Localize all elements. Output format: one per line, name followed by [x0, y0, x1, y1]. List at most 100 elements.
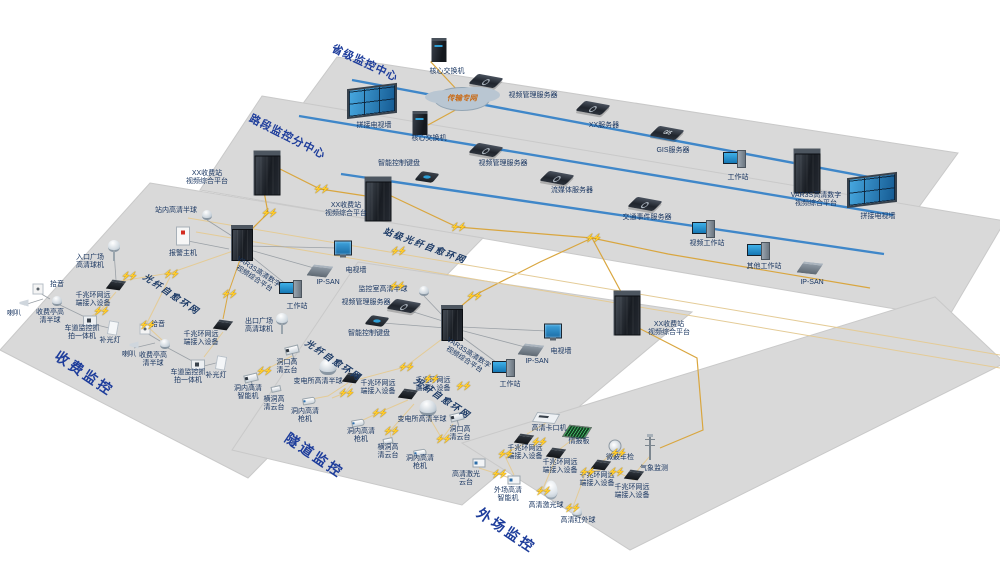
ip-san-tunnel-label: IP-SAN	[525, 357, 549, 365]
video-mgmt-server-tunnel-icon	[386, 298, 422, 314]
link-line	[187, 240, 230, 250]
control-keyboard-tunnel-label: 智能控制键盘	[348, 329, 390, 337]
tunnel-bullet-camera-1-label: 洞内高清 枪机	[291, 407, 319, 423]
core-switch-provincial-icon	[431, 38, 447, 62]
entrance-dome-camera-icon	[108, 240, 120, 261]
workstation-tunnel-icon	[492, 359, 516, 377]
speaker-horn-1-label: 喇叭	[7, 309, 21, 317]
ip-san-section-label: IP-SAN	[800, 278, 824, 286]
vargis-platform-provincial-label: VAR3S高清数字 视频综合平台	[790, 191, 842, 207]
booth-dome-camera-2-label: 收费亭高 清半球	[139, 351, 167, 367]
link-line	[427, 106, 462, 126]
video-mgmt-server-section-icon	[468, 142, 504, 158]
gigabit-ring-access-field-2-label: 千兆环网远 端接入设备	[542, 458, 578, 474]
alarm-host-icon	[176, 226, 190, 246]
lane-capture-unit-1-icon	[83, 315, 97, 327]
lightning-converter-icon	[608, 468, 622, 477]
link-line	[246, 252, 288, 286]
lightning-converter-icon	[390, 247, 404, 256]
control-keyboard-tunnel-icon	[364, 315, 390, 327]
section-title: 隧道监控	[281, 431, 347, 482]
gigabit-ring-access-toll-1-icon	[105, 279, 127, 291]
lightning-converter-icon	[450, 223, 464, 232]
booth-dome-camera-1-icon	[52, 296, 62, 306]
gigabit-ring-access-tunnel-1-label: 千兆环网远 端接入设备	[360, 379, 396, 395]
exit-dome-camera-icon	[276, 313, 288, 334]
lightning-converter-icon	[455, 382, 469, 391]
lightning-converter-icon	[531, 438, 545, 447]
fill-light-1-icon	[106, 320, 120, 336]
monitor-room-dome-icon	[419, 286, 429, 296]
ip-san-toll-icon	[306, 264, 334, 278]
video-mgmt-server-provincial-label: 视频管理服务器	[508, 91, 558, 99]
vargis-platform-toll-icon	[231, 225, 253, 261]
core-switch-section-icon	[412, 111, 428, 135]
lightning-converter-icon	[585, 234, 599, 243]
speaker-horn-1-icon	[19, 299, 29, 307]
gigabit-ring-access-field-1-label: 千兆环网远 端接入设备	[507, 444, 543, 460]
xx-server-provincial-icon	[575, 100, 611, 116]
lightning-converter-icon	[564, 504, 578, 513]
ring-network-label: 光纤自愈环网	[303, 337, 364, 383]
other-workstation-label: 其他工作站	[746, 262, 782, 270]
core-switch-section-label: 核心交换机	[411, 134, 447, 142]
link-line	[457, 333, 501, 366]
substation-dome-2-icon	[419, 400, 437, 416]
field-smart-camera-label: 外场高清 智能机	[494, 486, 522, 502]
toll-station-rack-1-label: XX收费站 视频综合平台	[186, 169, 228, 185]
vargis-platform-tunnel-icon	[441, 305, 463, 341]
link-line	[206, 219, 233, 237]
gigabit-ring-access-tunnel-2-icon	[397, 388, 419, 400]
lightning-converter-icon	[261, 209, 275, 218]
link-line	[423, 295, 445, 318]
cross-passage-ptz-2-icon	[382, 437, 394, 445]
booth-dome-camera-2-icon	[160, 339, 170, 349]
control-keyboard-section-label: 智能控制键盘	[378, 159, 420, 167]
streaming-server-icon	[539, 170, 575, 186]
vargis-platform-tunnel-label: VAR3S高清数字 视频综合平台	[444, 336, 492, 375]
ip-san-section-icon	[796, 261, 824, 275]
workstation-toll-label: 工作站	[286, 302, 308, 310]
lightning-converter-icon	[121, 272, 135, 281]
video-mgmt-server-tunnel-label: 视频管理服务器	[341, 298, 391, 306]
xx-server-provincial-label: XX服务器	[588, 121, 620, 129]
audio-pickup-2-label: 拾音	[151, 320, 165, 328]
substation-dome-1-label: 变电所高清半球	[293, 377, 343, 385]
checkpoint-camera-label: 高清卡口机	[531, 424, 567, 432]
lightning-converter-icon	[491, 470, 505, 479]
tv-wall-tunnel-icon	[544, 323, 562, 341]
lightning-converter-icon	[313, 185, 327, 194]
substation-dome-1-icon	[319, 359, 337, 375]
video-mgmt-server-provincial-icon	[468, 73, 504, 89]
gis-server-icon: GIS	[649, 125, 685, 141]
workstation-toll-icon	[279, 280, 303, 298]
gigabit-ring-access-field-2-icon	[545, 447, 567, 459]
streaming-server-label: 流媒体服务器	[551, 186, 593, 194]
workstation-provincial-icon	[723, 150, 747, 168]
lightning-converter-icon	[389, 282, 403, 291]
booth-dome-camera-1-label: 收费亭高 清半球	[36, 308, 64, 324]
core-switch-provincial-label: 核心交换机	[429, 67, 465, 75]
fill-light-1-label: 补光灯	[99, 336, 121, 344]
speaker-horn-2-label: 喇叭	[122, 350, 136, 358]
tunnel-bullet-camera-2-label: 洞内高清 枪机	[347, 427, 375, 443]
lightning-converter-icon	[610, 449, 624, 458]
gis-server-icon-glyph: GIS	[660, 129, 674, 137]
lightning-converter-icon	[579, 468, 593, 477]
exit-dome-camera-label: 出口广场 高清球机	[245, 317, 273, 333]
section-title: 外场监控	[473, 506, 539, 557]
lane-capture-unit-2-icon	[191, 359, 205, 371]
ip-san-tunnel-icon	[517, 343, 545, 357]
toll-station-rack-2-icon	[364, 176, 392, 222]
laser-ptz-icon	[472, 458, 486, 468]
traffic-event-server-icon	[627, 196, 663, 212]
link-line	[59, 304, 88, 319]
toll-station-rack-1-icon	[253, 150, 281, 196]
link-line	[195, 231, 1000, 369]
link-line	[249, 245, 338, 249]
lightning-converter-icon	[256, 367, 270, 376]
lane-capture-unit-2-label: 车道监控抓 拍一体机	[170, 368, 206, 384]
link-line	[460, 326, 548, 332]
